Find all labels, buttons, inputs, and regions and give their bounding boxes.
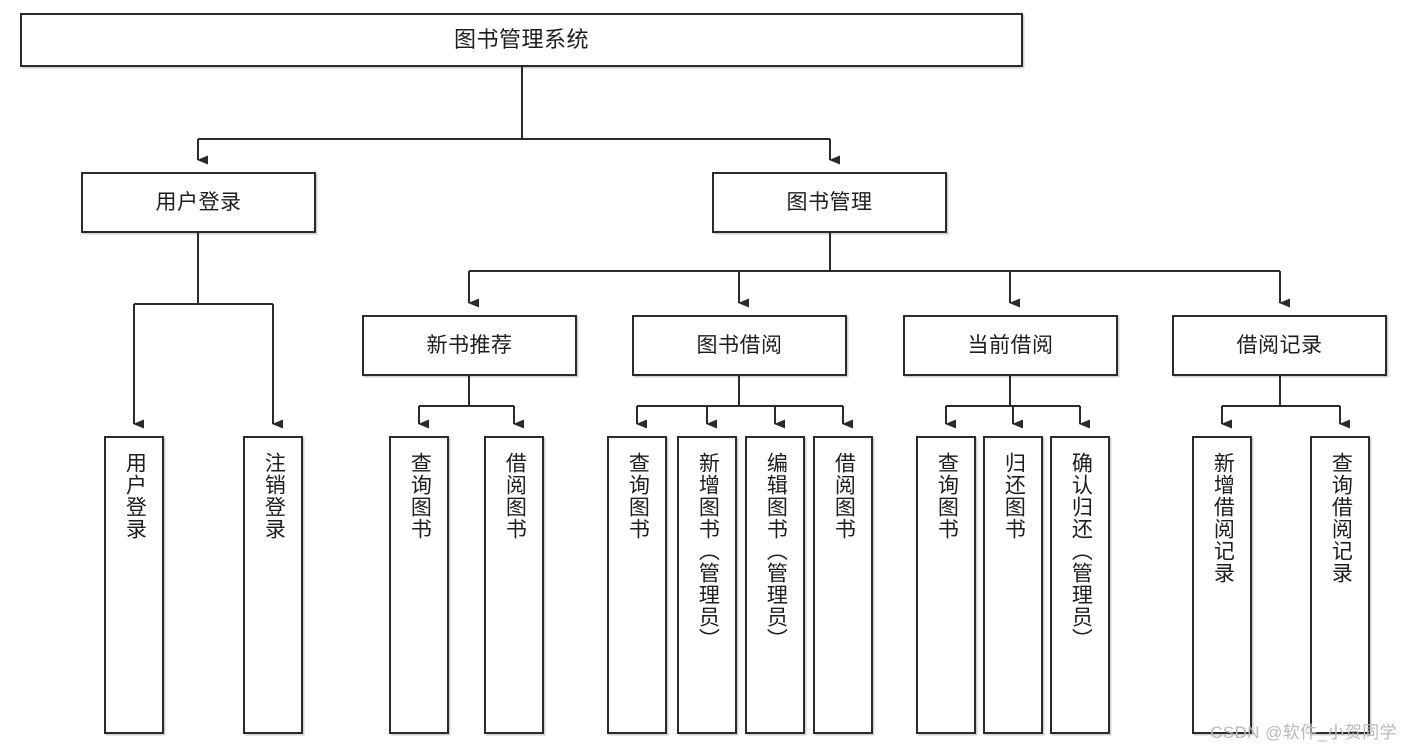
node-borrow-record[interactable]: 借阅记录 [1172,315,1387,376]
leaf-current-query-book[interactable]: 查询图书 [916,436,976,734]
leaf-label-user-login-logout: 注销登录 [262,452,286,540]
leaf-current-confirm-return[interactable]: 确认归还（管理员） [1050,436,1110,734]
leaf-recommend-borrow-book[interactable]: 借阅图书 [484,436,544,734]
leaf-borrow-add-book[interactable]: 新增图书（管理员） [677,436,737,734]
leaf-label-recommend-query-book: 查询图书 [408,452,432,540]
leaf-borrow-borrow-book[interactable]: 借阅图书 [813,436,873,734]
leaf-label-borrow-query-book: 查询图书 [626,452,650,540]
node-book-borrow[interactable]: 图书借阅 [632,315,847,376]
leaf-label-recommend-borrow-book: 借阅图书 [503,452,527,540]
leaf-record-add-record[interactable]: 新增借阅记录 [1192,436,1252,734]
leaf-record-query-record[interactable]: 查询借阅记录 [1310,436,1370,734]
leaf-label-borrow-edit-book: 编辑图书（管理员） [764,452,788,650]
leaf-label-current-query-book: 查询图书 [935,452,959,540]
node-new-book-recommend[interactable]: 新书推荐 [362,315,577,376]
node-label-root: 图书管理系统 [453,26,589,52]
leaf-borrow-edit-book[interactable]: 编辑图书（管理员） [745,436,805,734]
node-current-borrow[interactable]: 当前借阅 [903,315,1118,376]
node-label-current-borrow: 当前借阅 [967,333,1054,357]
leaf-borrow-query-book[interactable]: 查询图书 [607,436,667,734]
node-user-login[interactable]: 用户登录 [81,172,316,233]
leaf-recommend-query-book[interactable]: 查询图书 [389,436,449,734]
leaf-label-current-return-book: 归还图书 [1002,452,1026,540]
leaf-user-login-logout[interactable]: 注销登录 [243,436,303,734]
node-book-management[interactable]: 图书管理 [712,172,947,233]
leaf-label-record-query-record: 查询借阅记录 [1329,452,1353,584]
leaf-label-record-add-record: 新增借阅记录 [1211,452,1235,584]
node-label-book-borrow: 图书借阅 [696,333,783,357]
leaf-label-borrow-add-book: 新增图书（管理员） [696,452,720,650]
node-label-new-book-recommend: 新书推荐 [426,333,513,357]
leaf-current-return-book[interactable]: 归还图书 [983,436,1043,734]
node-root-system[interactable]: 图书管理系统 [20,13,1023,67]
leaf-label-current-confirm-return: 确认归还（管理员） [1069,452,1093,650]
leaf-label-user-login-login: 用户登录 [123,452,147,540]
node-label-book-management: 图书管理 [786,190,873,214]
node-label-borrow-record: 借阅记录 [1236,333,1323,357]
node-label-user-login: 用户登录 [155,190,242,214]
leaf-user-login-login[interactable]: 用户登录 [104,436,164,734]
leaf-label-borrow-borrow-book: 借阅图书 [832,452,856,540]
